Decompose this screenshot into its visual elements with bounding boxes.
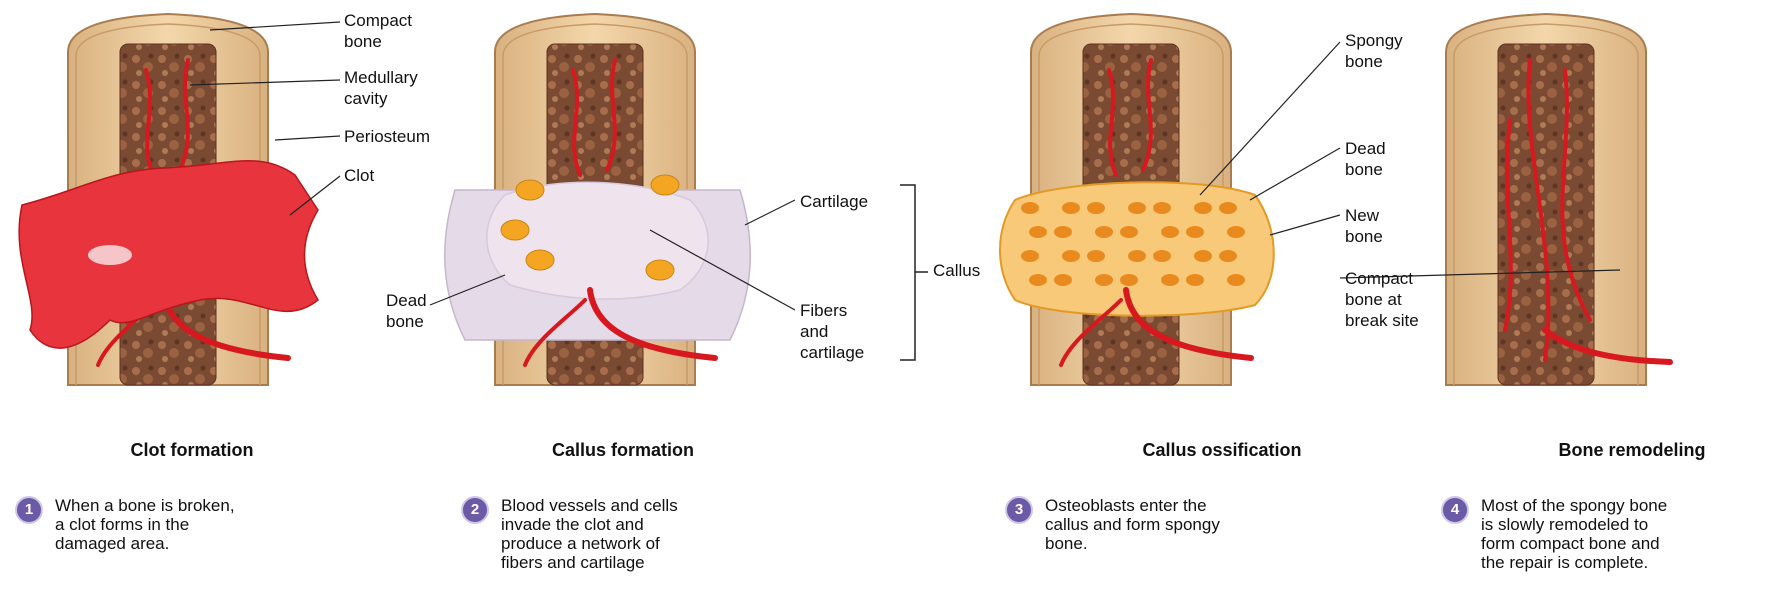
label-cartilage: Cartilage <box>800 191 868 212</box>
stage-3-title: Callus ossification <box>1072 440 1372 461</box>
trabecula <box>1054 274 1072 286</box>
label-callus: Callus <box>933 260 980 281</box>
label-spongy-bone: Spongy bone <box>1345 30 1403 72</box>
trabecula <box>1095 226 1113 238</box>
stage-1-title: Clot formation <box>42 440 342 461</box>
label-new-bone: New bone <box>1345 205 1383 247</box>
bone-fragment <box>501 220 529 240</box>
clot-gap <box>88 245 132 265</box>
trabecula <box>1153 250 1171 262</box>
stage-1-bone <box>19 14 318 385</box>
leader-line <box>745 200 795 225</box>
stage-2-title: Callus formation <box>473 440 773 461</box>
bone-fragment <box>651 175 679 195</box>
trabecula <box>1153 202 1171 214</box>
leader-line <box>1270 215 1340 235</box>
bone-fragment <box>646 260 674 280</box>
trabecula <box>1194 250 1212 262</box>
label-dead-bone-stage3: Dead bone <box>1345 138 1386 180</box>
trabecula <box>1219 250 1237 262</box>
fibers-and-cartilage <box>487 182 708 299</box>
trabecula <box>1087 202 1105 214</box>
trabecula <box>1120 274 1138 286</box>
trabecula <box>1227 274 1245 286</box>
trabecula <box>1021 250 1039 262</box>
step-2-number-badge: 2 <box>461 496 489 524</box>
label-dead-bone-stage2: Dead bone <box>386 290 427 332</box>
leader-line <box>1250 148 1340 200</box>
step-4-description: Most of the spongy bone is slowly remode… <box>1481 496 1771 572</box>
trabecula <box>1062 250 1080 262</box>
stage-3-bone <box>1000 14 1274 385</box>
trabecula <box>1029 274 1047 286</box>
step-3-description: Osteoblasts enter the callus and form sp… <box>1045 496 1345 553</box>
step-1-description: When a bone is broken, a clot forms in t… <box>55 496 355 553</box>
trabecula <box>1186 274 1204 286</box>
label-compact-bone-at-break-site: Compact bone at break site <box>1345 268 1419 331</box>
trabecula <box>1194 202 1212 214</box>
stage-4-bone <box>1446 14 1670 385</box>
callus-bracket <box>900 185 928 360</box>
trabecula <box>1186 226 1204 238</box>
label-fibers-and-cartilage: Fibers and cartilage <box>800 300 864 363</box>
trabecula <box>1161 274 1179 286</box>
trabecula <box>1161 226 1179 238</box>
trabecula <box>1021 202 1039 214</box>
leader-line <box>275 136 340 140</box>
label-compact-bone: Compact bone <box>344 10 412 52</box>
step-1-number-badge: 1 <box>15 496 43 524</box>
trabecula <box>1054 226 1072 238</box>
trabecula <box>1029 226 1047 238</box>
trabecula <box>1120 226 1138 238</box>
label-periosteum: Periosteum <box>344 126 430 147</box>
trabecula <box>1095 274 1113 286</box>
trabecula <box>1128 250 1146 262</box>
trabecula <box>1227 226 1245 238</box>
trabecula <box>1219 202 1237 214</box>
step-3-number-badge: 3 <box>1005 496 1033 524</box>
step-2-description: Blood vessels and cells invade the clot … <box>501 496 801 572</box>
label-clot: Clot <box>344 165 374 186</box>
trabecula <box>1087 250 1105 262</box>
label-medullary-cavity: Medullary cavity <box>344 67 418 109</box>
stage-2-bone <box>445 14 750 385</box>
trabecula <box>1128 202 1146 214</box>
stage-4-title: Bone remodeling <box>1482 440 1771 461</box>
bone-fragment <box>526 250 554 270</box>
step-4-number-badge: 4 <box>1441 496 1469 524</box>
trabecula <box>1062 202 1080 214</box>
bone-fragment <box>516 180 544 200</box>
